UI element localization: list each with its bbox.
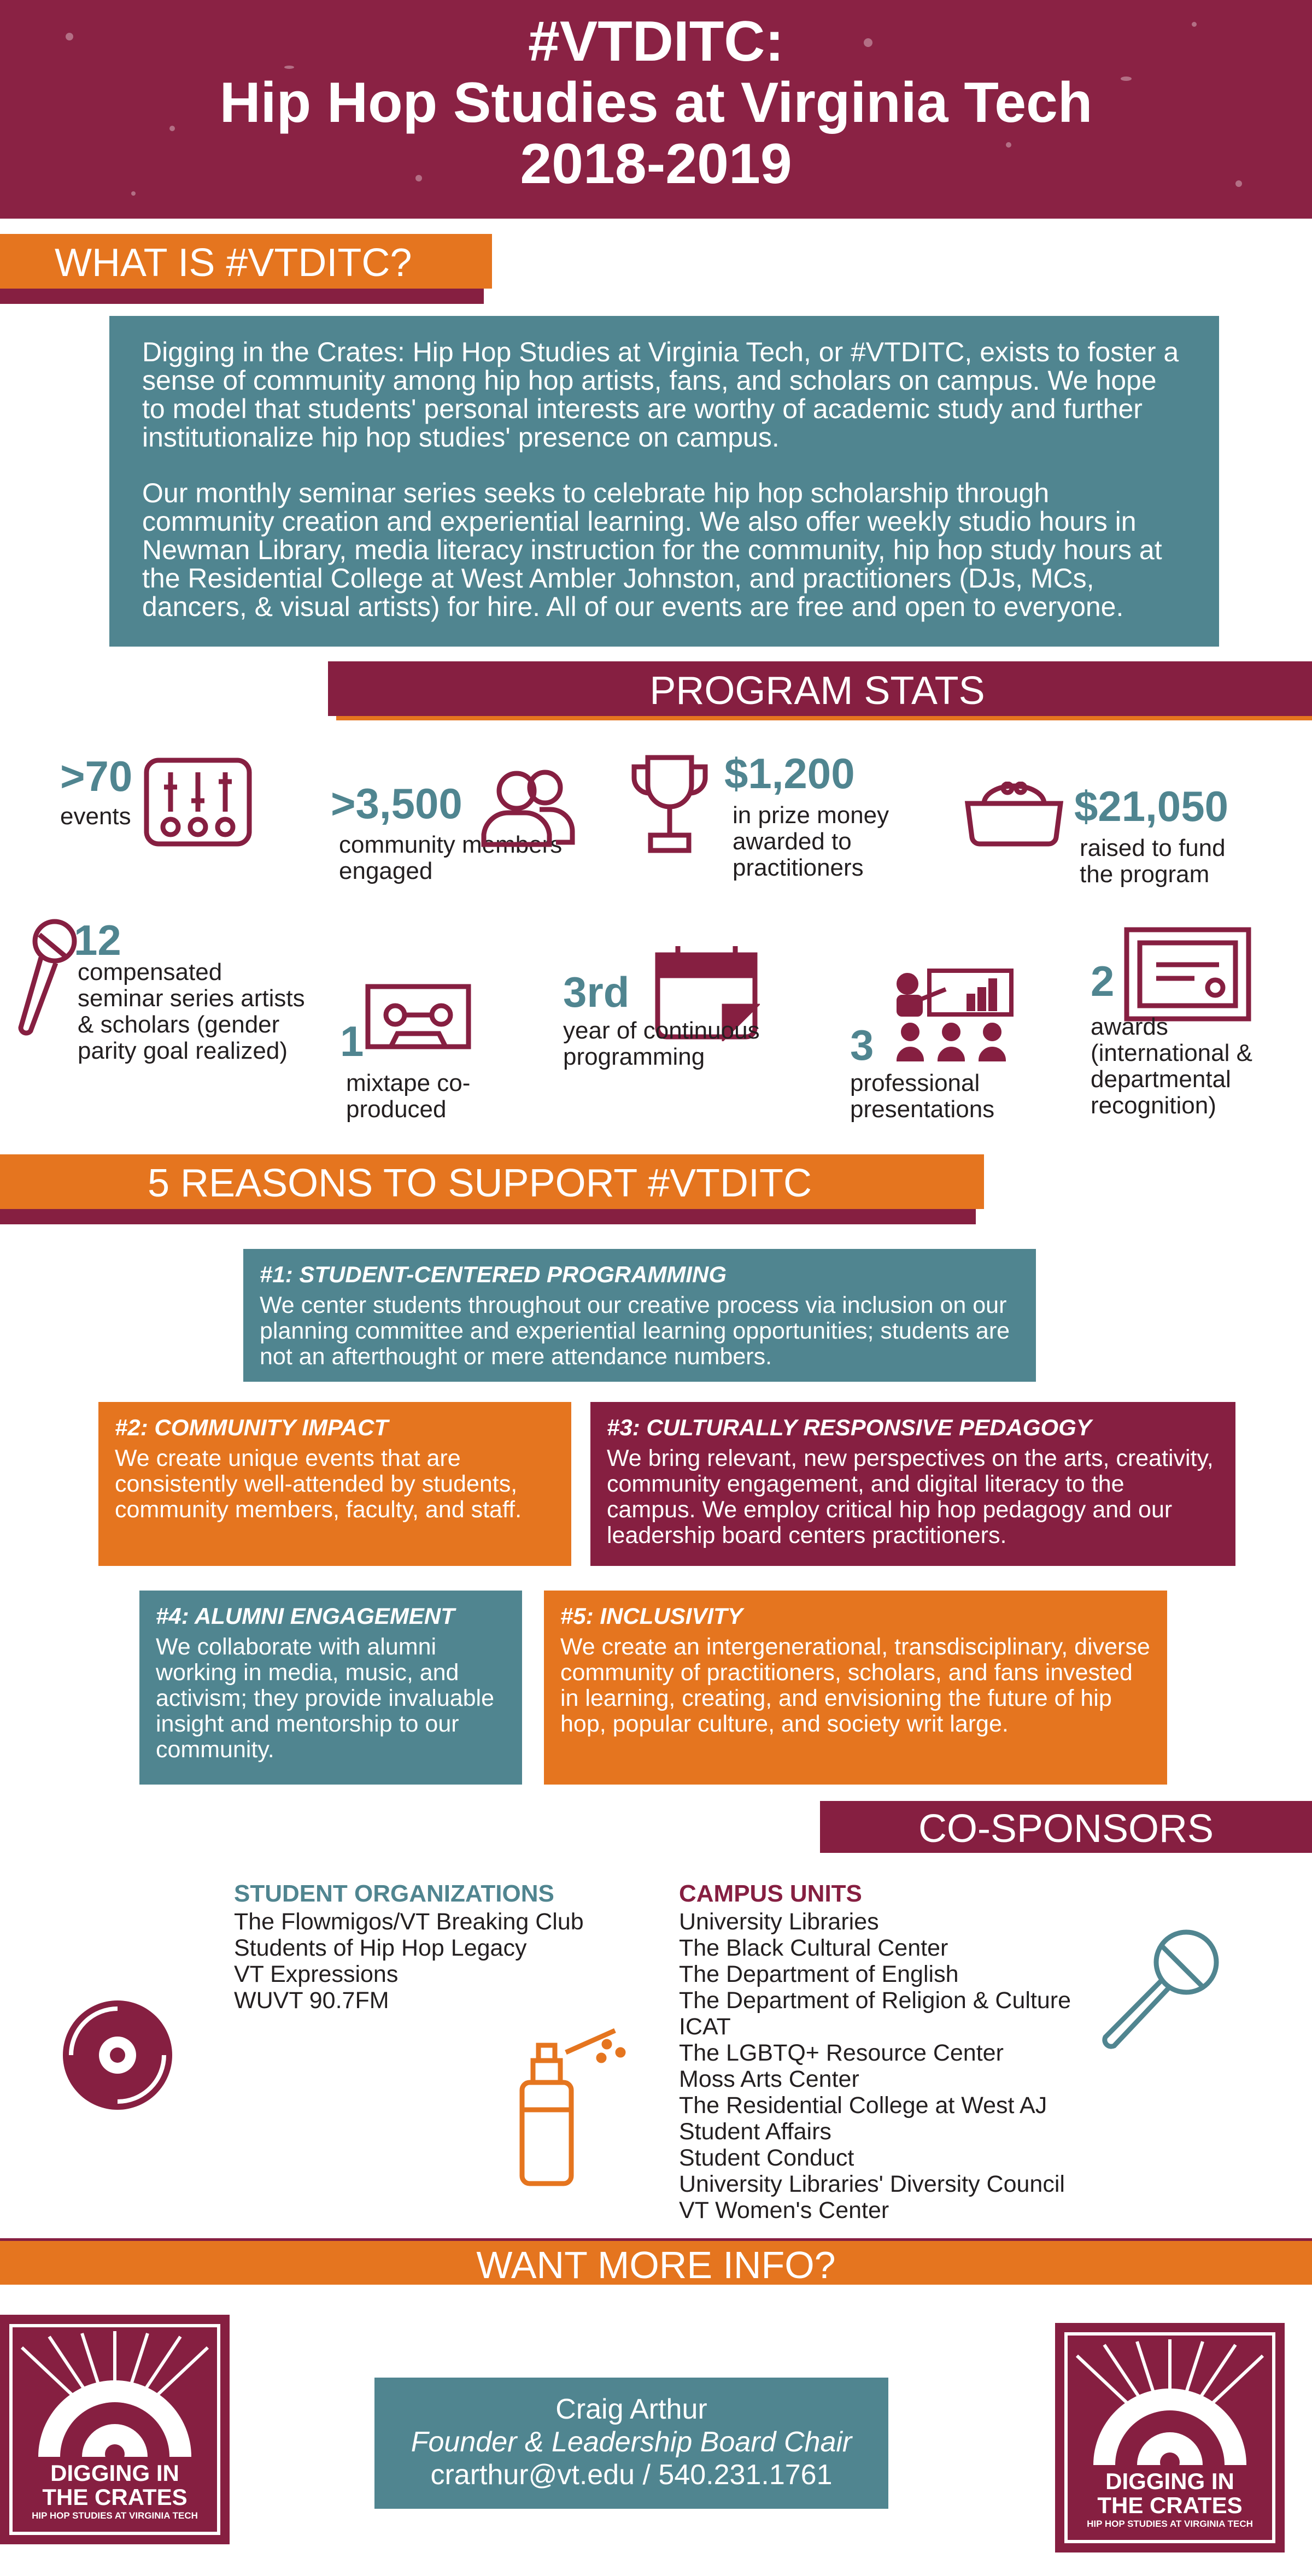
reason-4-title: #4: ALUMNI ENGAGEMENT — [156, 1603, 455, 1629]
page-title: #VTDITC: Hip Hop Studies at Virginia Tec… — [0, 11, 1312, 195]
what-is-text-box: Digging in the Crates: Hip Hop Studies a… — [109, 316, 1219, 647]
what-is-paragraph-1: Digging in the Crates: Hip Hop Studies a… — [142, 337, 1179, 453]
logo-line-2: THE CRATES — [1097, 2492, 1243, 2518]
stat-mixtape-value: 1 — [340, 1017, 364, 1065]
list-item: WUVT 90.7FM — [234, 1987, 389, 2014]
campus-units-heading: CAMPUS UNITS — [679, 1880, 862, 1907]
reason-5-body: We create an intergenerational, transdis… — [560, 1634, 1150, 1737]
reason-3-body: We bring relevant, new perspectives on t… — [607, 1445, 1214, 1548]
stat-year-label: year of continuous programming — [563, 1017, 760, 1070]
student-orgs-heading: STUDENT ORGANIZATIONS — [234, 1880, 554, 1907]
reason-card-5: #5: INCLUSIVITY We create an intergenera… — [544, 1591, 1167, 1785]
list-item: University Libraries' Diversity Council — [679, 2171, 1065, 2197]
logo-line-2: THE CRATES — [42, 2484, 188, 2510]
list-item: The LGBTQ+ Resource Center — [679, 2040, 1004, 2066]
reason-5-title: #5: INCLUSIVITY — [560, 1603, 743, 1629]
stat-awards-label: awards (international & departmental rec… — [1091, 1013, 1252, 1119]
mixer-sliders-icon — [143, 757, 253, 847]
logo-text-left: DIGGING IN THE CRATES HIP HOP STUDIES AT… — [0, 2461, 230, 2522]
list-item: The Black Cultural Center — [679, 1935, 948, 1961]
ditc-logo-right: DIGGING IN THE CRATES HIP HOP STUDIES AT… — [1055, 2323, 1285, 2552]
list-item: The Department of English — [679, 1961, 959, 1987]
stat-events-label: events — [60, 803, 131, 830]
list-item: ICAT — [679, 2014, 731, 2040]
ditc-logo-left: DIGGING IN THE CRATES HIP HOP STUDIES AT… — [0, 2315, 230, 2544]
purse-icon — [959, 782, 1069, 847]
reason-card-2: #2: COMMUNITY IMPACT We create unique ev… — [98, 1402, 571, 1566]
contact-box: Craig Arthur Founder & Leadership Board … — [374, 2378, 888, 2509]
what-is-heading-bar: WHAT IS #VTDITC? — [0, 234, 492, 289]
program-stats-heading-bar: PROGRAM STATS — [328, 661, 1312, 716]
what-is-heading: WHAT IS #VTDITC? — [55, 241, 412, 285]
stat-events-value: >70 — [60, 752, 133, 800]
logo-line-3: HIP HOP STUDIES AT VIRGINIA TECH — [32, 2510, 198, 2521]
reason-card-1: #1: STUDENT-CENTERED PROGRAMMING We cent… — [243, 1249, 1036, 1382]
reason-3-title: #3: CULTURALLY RESPONSIVE PEDAGOGY — [607, 1415, 1092, 1440]
reason-4-body: We collaborate with alumni working in me… — [156, 1634, 495, 1763]
logo-line-1: DIGGING IN — [1105, 2468, 1234, 2494]
trophy-icon — [629, 753, 711, 854]
people-icon — [478, 768, 577, 850]
cosponsors-heading-bar: CO-SPONSORS — [820, 1801, 1312, 1853]
list-item: Student Affairs — [679, 2119, 831, 2145]
stat-raised-value: $21,050 — [1074, 782, 1228, 830]
reason-2-body: We create unique events that are consist… — [115, 1445, 522, 1523]
stat-mixtape-label: mixtape co-produced — [346, 1070, 471, 1123]
logo-text-right: DIGGING IN THE CRATES HIP HOP STUDIES AT… — [1055, 2469, 1285, 2531]
what-is-paragraph-2: Our monthly seminar series seeks to cele… — [142, 478, 1162, 622]
reason-1-title: #1: STUDENT-CENTERED PROGRAMMING — [260, 1261, 727, 1287]
stat-community-label: community members engaged — [339, 831, 563, 884]
spray-can-icon — [511, 2022, 631, 2186]
title-line-3: 2018-2019 — [520, 132, 792, 196]
list-item: Students of Hip Hop Legacy — [234, 1935, 527, 1961]
program-stats-heading: PROGRAM STATS — [649, 669, 985, 713]
presentation-icon — [886, 967, 1017, 1063]
cassette-icon — [364, 981, 473, 1052]
more-info-heading: WANT MORE INFO? — [476, 2244, 836, 2286]
more-info-heading-bar: WANT MORE INFO? — [0, 2241, 1312, 2286]
stat-artists-label: compensated seminar series artists & sch… — [78, 959, 305, 1064]
reason-2-title: #2: COMMUNITY IMPACT — [115, 1415, 389, 1440]
stat-year-value: 3rd — [563, 968, 630, 1016]
title-line-1: #VTDITC: — [528, 10, 784, 73]
list-item: The Residential College at West AJ — [679, 2092, 1047, 2119]
reasons-heading: 5 REASONS TO SUPPORT #VTDITC — [148, 1161, 812, 1205]
list-item: VT Women's Center — [679, 2197, 889, 2223]
reason-card-3: #3: CULTURALLY RESPONSIVE PEDAGOGY We br… — [590, 1402, 1235, 1566]
logo-line-3: HIP HOP STUDIES AT VIRGINIA TECH — [1087, 2519, 1253, 2529]
stat-artists-value: 12 — [74, 916, 121, 964]
microphone-icon — [11, 918, 79, 1036]
stat-awards-value: 2 — [1091, 957, 1115, 1005]
header-banner: #VTDITC: Hip Hop Studies at Virginia Tec… — [0, 0, 1312, 219]
reason-1-body: We center students throughout our creati… — [260, 1292, 1010, 1370]
stat-prize-value: $1,200 — [724, 749, 855, 797]
reasons-heading-bar: 5 REASONS TO SUPPORT #VTDITC — [0, 1154, 984, 1209]
stat-presentations-label: professional presentations — [850, 1070, 995, 1123]
stat-raised-label: raised to fund the program — [1080, 835, 1226, 888]
student-orgs-list: The Flowmigos/VT Breaking Club Students … — [234, 1909, 584, 2014]
title-line-2: Hip Hop Studies at Virginia Tech — [219, 71, 1093, 134]
stat-presentations-value: 3 — [850, 1021, 874, 1069]
reason-card-4: #4: ALUMNI ENGAGEMENT We collaborate wit… — [139, 1591, 522, 1785]
contact-name: Craig Arthur — [555, 2393, 707, 2425]
contact-email-phone[interactable]: crarthur@vt.edu / 540.231.1761 — [430, 2459, 833, 2491]
list-item: The Flowmigos/VT Breaking Club — [234, 1909, 584, 1935]
list-item: Student Conduct — [679, 2145, 854, 2171]
campus-units-list: University Libraries The Black Cultural … — [679, 1909, 1071, 2223]
contact-role: Founder & Leadership Board Chair — [411, 2426, 852, 2458]
stat-community-value: >3,500 — [331, 779, 462, 828]
list-item: VT Expressions — [234, 1961, 399, 1987]
cosponsors-heading: CO-SPONSORS — [918, 1807, 1214, 1851]
list-item: University Libraries — [679, 1909, 879, 1935]
calendar-icon — [653, 943, 760, 1041]
list-item: Moss Arts Center — [679, 2066, 859, 2092]
vinyl-record-icon — [60, 1998, 175, 2113]
microphone-icon — [1093, 1921, 1227, 2055]
list-item: The Department of Religion & Culture — [679, 1987, 1071, 2014]
logo-line-1: DIGGING IN — [50, 2460, 179, 2486]
stat-prize-label: in prize money awarded to practitioners — [733, 802, 889, 881]
certificate-icon — [1123, 926, 1252, 1022]
